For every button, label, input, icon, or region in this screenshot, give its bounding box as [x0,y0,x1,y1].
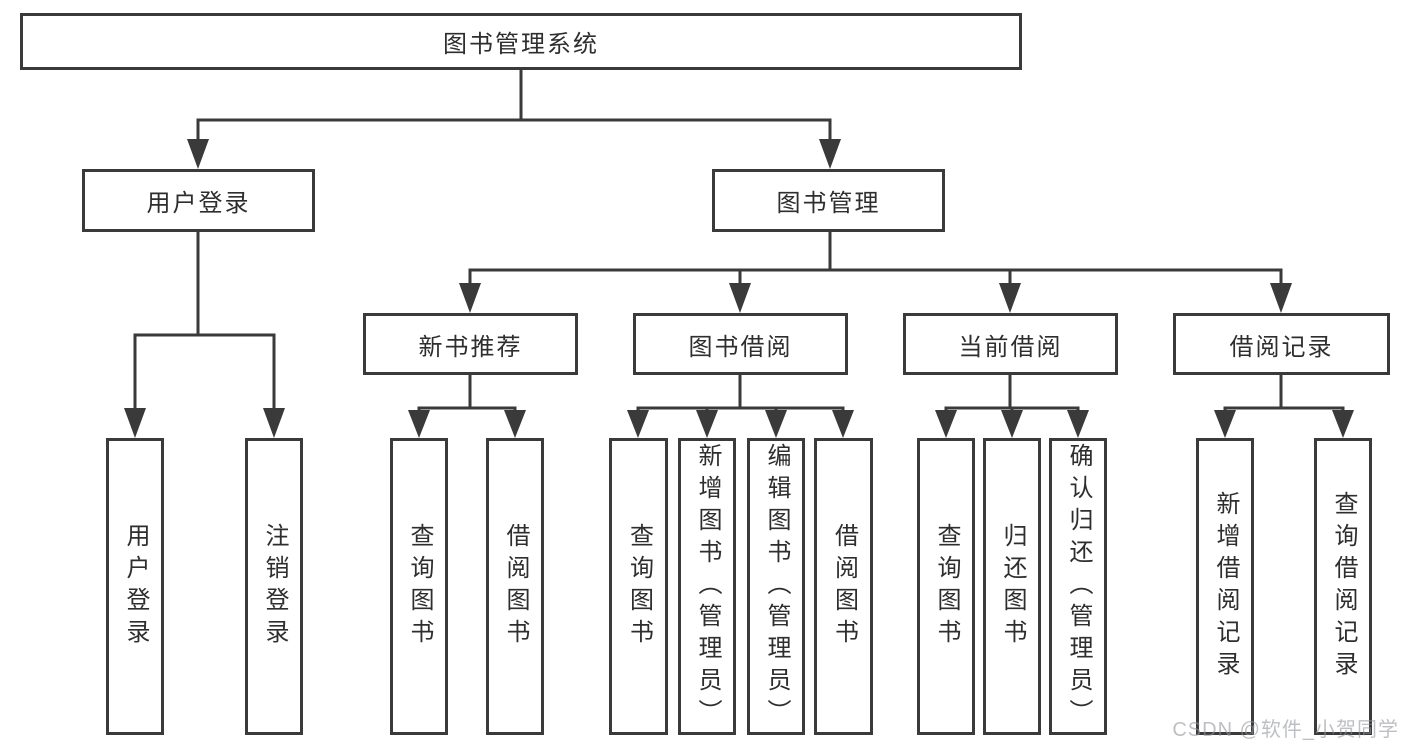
node-new-book-recommend: 新书推荐 [363,313,578,375]
arrowhead [408,410,430,438]
arrowhead [819,139,841,169]
node-library-management-system: 图书管理系统 [20,13,1022,70]
leaf-user-login: 用户登录 [106,438,164,735]
leaf-borrow-books-recommend: 借阅图书 [486,438,544,735]
watermark: CSDN @软件_小贺同学 [1172,719,1399,741]
leaf-logout: 注销登录 [245,438,303,735]
leaf-add-books-admin: 新增图书（管理员） [678,438,736,735]
leaf-confirm-return-admin: 确认归还（管理员） [1049,438,1107,735]
node-label: 归还图书 [999,522,1026,651]
node-label: 图书管理 [776,190,881,217]
node-label: 查询借阅记录 [1330,490,1357,683]
arrowhead [935,410,957,438]
node-label: 用户登录 [122,522,149,651]
arrowhead [124,408,146,438]
node-label: 查询图书 [406,522,433,651]
node-label: 当前借阅 [958,333,1063,361]
arrowhead [1332,410,1354,438]
node-label: 用户登录 [146,190,251,217]
arrowhead [1067,410,1089,438]
leaf-return-books: 归还图书 [983,438,1041,735]
arrowhead [729,283,751,313]
arrowhead [1001,410,1023,438]
node-label: 新增图书（管理员） [694,442,721,731]
connector-root-to-level2 [196,68,832,150]
node-label: 借阅图书 [830,522,858,651]
arrowhead [459,283,481,313]
node-label: 注销登录 [261,522,288,651]
node-label: 借阅记录 [1229,333,1334,361]
node-label: 查询图书 [933,522,960,651]
leaf-query-borrow-record: 查询借阅记录 [1314,438,1372,735]
leaf-query-books-recommend: 查询图书 [390,438,448,735]
arrowhead [696,410,718,438]
node-user-login: 用户登录 [82,169,315,232]
node-label: 确认归还（管理员） [1065,442,1092,731]
connector-book-management-children [468,230,1283,294]
arrowhead [1270,283,1292,313]
leaf-query-books-borrow: 查询图书 [609,438,668,735]
node-label: 编辑图书（管理员） [763,442,790,731]
arrowhead [999,283,1021,313]
arrowhead [832,410,854,438]
node-book-borrow: 图书借阅 [633,313,848,375]
leaf-add-borrow-record: 新增借阅记录 [1196,438,1254,735]
arrowhead [1214,410,1236,438]
node-book-management: 图书管理 [712,169,945,232]
connector-current-borrow-children [944,373,1080,418]
arrowhead [627,410,649,438]
leaf-query-books-current: 查询图书 [917,438,975,735]
connector-borrow-records-children [1223,373,1345,418]
node-label: 新书推荐 [418,333,523,361]
connector-new-book-recommend-children [417,373,517,418]
node-label: 新增借阅记录 [1212,490,1239,683]
connector-book-borrow-children [636,373,845,418]
node-label: 图书管理系统 [443,31,599,58]
node-label: 查询图书 [625,522,653,651]
arrowhead [187,139,209,169]
arrowhead [504,410,526,438]
leaf-edit-books-admin: 编辑图书（管理员） [747,438,805,735]
leaf-borrow-books: 借阅图书 [814,438,873,735]
arrowhead [263,408,285,438]
connector-user-login-children [133,230,276,418]
arrowhead [765,410,787,438]
node-current-borrow: 当前借阅 [903,313,1118,375]
node-label: 借阅图书 [502,522,529,651]
node-label: 图书借阅 [688,333,793,361]
node-borrow-records: 借阅记录 [1173,313,1390,375]
